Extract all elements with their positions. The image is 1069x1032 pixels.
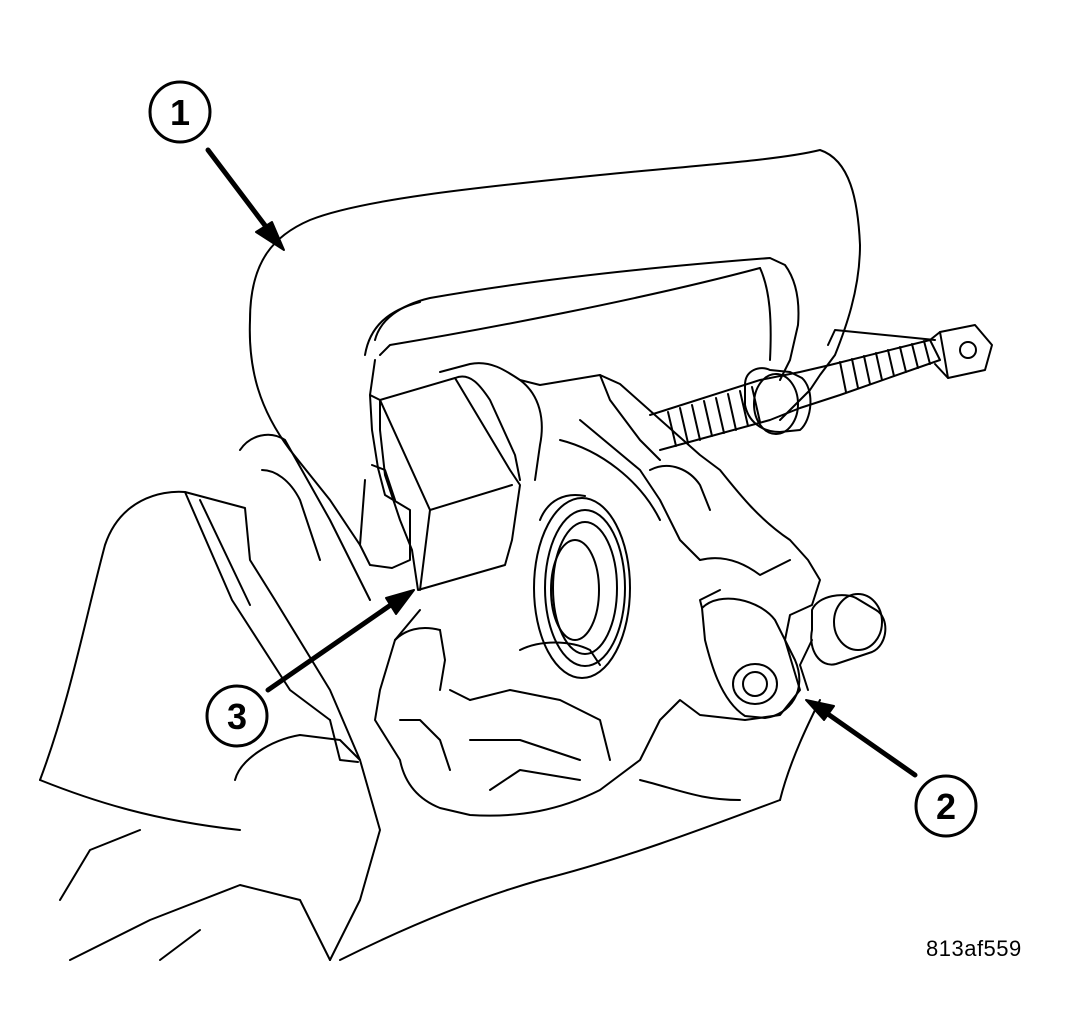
steering-knuckle [39, 490, 821, 961]
callout-3 [205, 684, 269, 748]
callout-1-leader [205, 147, 285, 251]
callout-3-label: 3 [227, 696, 247, 737]
c-clamp-screw [649, 324, 993, 451]
callout-1 [148, 80, 212, 144]
callout-2 [914, 774, 978, 838]
caliper-piston-housing [533, 494, 631, 679]
callout-2-leader [805, 699, 918, 778]
caliper-mounting-bolt-ear [699, 589, 801, 719]
guide-pin-stud [799, 593, 887, 691]
callout-1-label: 1 [170, 92, 190, 133]
callout-3-leader [265, 589, 415, 693]
brake-rotor [234, 433, 371, 781]
brake-pad-block [379, 375, 521, 591]
brake-caliper [374, 362, 821, 817]
c-clamp [248, 149, 861, 569]
callout-2-label: 2 [936, 786, 956, 827]
figure-id: 813af559 [926, 936, 1022, 961]
